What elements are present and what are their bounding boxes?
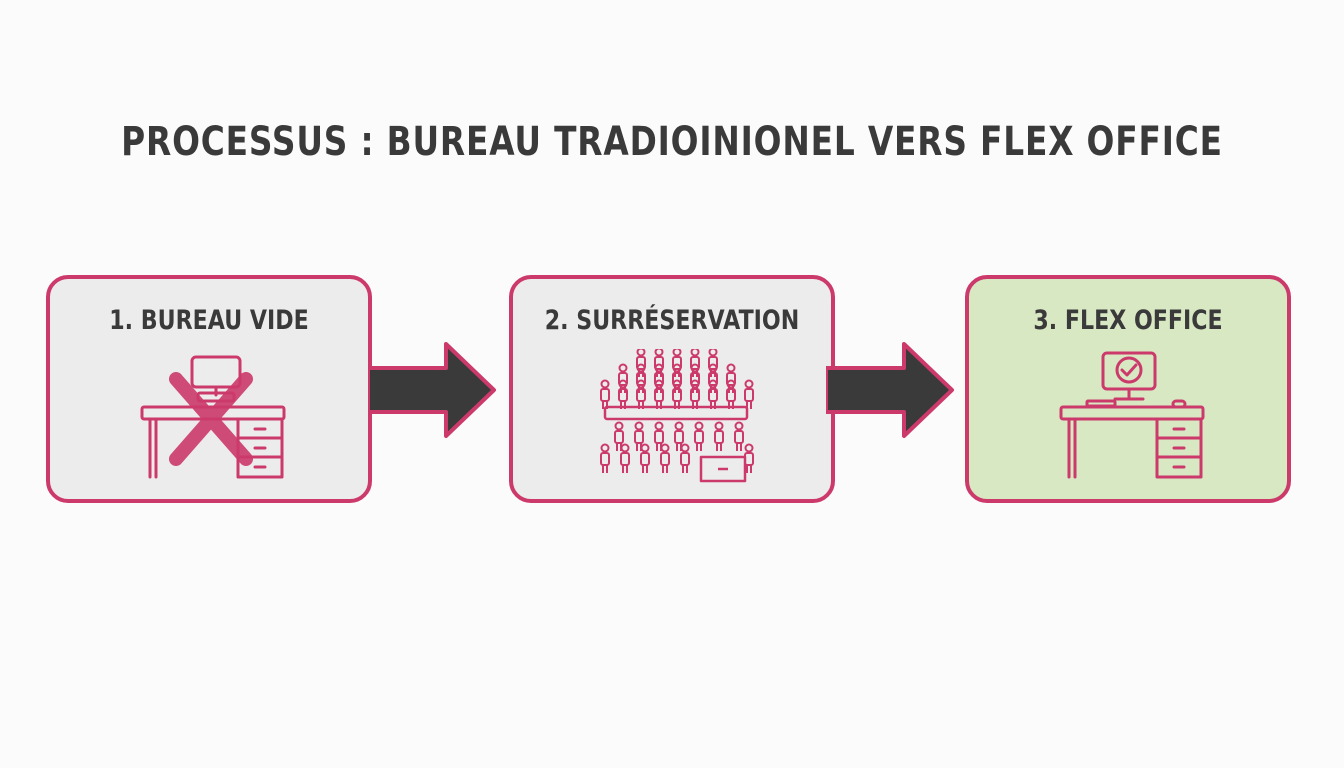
person-icon [744,443,754,473]
empty-desk-crossed-icon [140,355,286,479]
person-icon [654,379,664,409]
stage-3-box: 3. FLEX OFFICE [965,275,1291,503]
overbooked-desk-crowd-icon [600,349,754,483]
person-icon [734,421,744,451]
person-icon [680,443,690,473]
person-icon [672,379,682,409]
stage-1-box: 1. BUREAU VIDE [46,275,372,503]
person-icon [690,379,700,409]
stage-2-box: 2. SURRÉSERVATION [509,275,835,503]
person-icon [640,443,650,473]
person-icon [618,379,628,409]
person-icon [636,379,646,409]
person-icon [708,379,718,409]
person-icon [726,379,736,409]
stage-3-label: 3. FLEX OFFICE [1033,305,1223,336]
person-icon [660,443,670,473]
person-icon [694,421,704,451]
person-icon [744,379,754,409]
person-icon [620,443,630,473]
desk-with-checked-monitor-icon [1059,351,1205,479]
diagram-title: PROCESSUS : BUREAU TRADIOINIONEL VERS FL… [121,119,1223,165]
arrow-right-icon [826,342,954,438]
stage-2-label: 2. SURRÉSERVATION [544,305,800,336]
stage-1-label: 1. BUREAU VIDE [109,305,309,336]
arrow-right-icon [368,342,496,438]
person-icon [600,379,610,409]
person-icon [714,421,724,451]
person-icon [600,443,610,473]
